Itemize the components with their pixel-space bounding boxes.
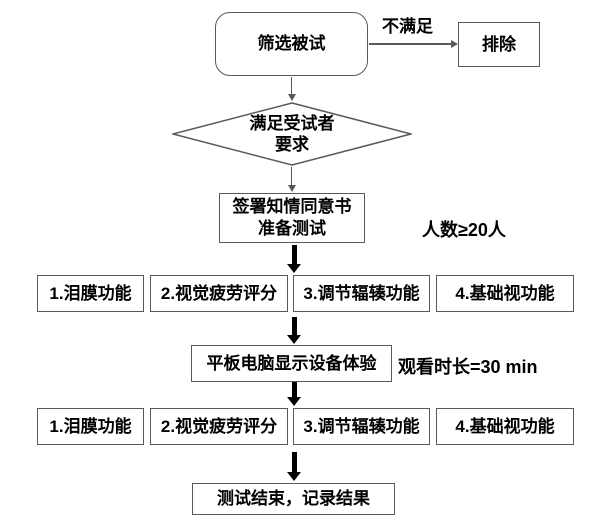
arrow-head	[287, 264, 301, 273]
thick-arrow-down-icon	[287, 382, 301, 406]
sample-size-note: 人数≥20人	[422, 220, 506, 240]
diamond-shape	[172, 102, 412, 166]
decision-label-line1: 满足受试者	[249, 114, 335, 133]
start-node: 筛选被试	[215, 12, 368, 76]
test-item-node: 2.视觉疲劳评分	[150, 408, 288, 445]
arrow-shaft	[290, 77, 293, 94]
arrow-head	[451, 40, 458, 48]
arrow-shaft	[290, 167, 293, 185]
decision-node: 满足受试者 要求	[172, 102, 412, 166]
test-item-label: 1.泪膜功能	[49, 416, 132, 436]
arrow-head	[287, 335, 301, 344]
branch-condition-label: 不满足	[382, 17, 433, 36]
start-node-label: 筛选被试	[257, 34, 326, 53]
arrow-shaft	[291, 245, 297, 264]
exclude-node-label: 排除	[482, 34, 516, 54]
arrow-shaft	[291, 452, 297, 472]
end-node: 测试结束，记录结果	[192, 483, 395, 515]
test-item-node: 4.基础视功能	[436, 275, 574, 312]
test-item-label: 2.视觉疲劳评分	[160, 283, 278, 303]
arrow-shaft	[291, 317, 297, 335]
consent-label-line1: 签署知情同意书	[232, 197, 352, 216]
test-item-node: 1.泪膜功能	[37, 275, 144, 312]
test-item-label: 4.基础视功能	[455, 416, 555, 436]
arrow-shaft	[291, 382, 297, 397]
arrow-down-icon	[287, 77, 296, 101]
exclude-node: 排除	[458, 22, 540, 67]
test-item-node: 3.调节辐辏功能	[293, 408, 430, 445]
experience-node-label: 平板电脑显示设备体验	[206, 353, 377, 373]
arrow-head	[287, 94, 296, 101]
test-item-label: 3.调节辐辏功能	[303, 416, 420, 436]
test-item-node: 2.视觉疲劳评分	[150, 275, 288, 312]
consent-label-line2: 准备测试	[258, 219, 326, 238]
end-node-label: 测试结束，记录结果	[217, 489, 370, 508]
arrow-shaft	[369, 43, 451, 45]
consent-node: 签署知情同意书 准备测试	[219, 193, 365, 243]
decision-label-line2: 要求	[275, 135, 309, 154]
duration-note: 观看时长=30 min	[398, 357, 538, 377]
test-item-node: 4.基础视功能	[436, 408, 574, 445]
arrow-head	[287, 397, 301, 406]
test-item-label: 1.泪膜功能	[49, 283, 132, 303]
test-item-label: 4.基础视功能	[455, 283, 555, 303]
arrow-head	[287, 472, 301, 481]
test-item-label: 3.调节辐辏功能	[303, 283, 420, 303]
thick-arrow-down-icon	[287, 245, 301, 273]
arrow-head	[287, 185, 296, 192]
arrow-down-icon	[287, 167, 296, 192]
decision-node-label: 满足受试者 要求	[172, 102, 412, 166]
test-item-label: 2.视觉疲劳评分	[160, 416, 278, 436]
test-item-node: 3.调节辐辏功能	[293, 275, 430, 312]
thick-arrow-down-icon	[287, 317, 301, 344]
arrow-right-icon	[369, 39, 458, 49]
thick-arrow-down-icon	[287, 452, 301, 481]
experience-node: 平板电脑显示设备体验	[191, 345, 392, 382]
test-item-node: 1.泪膜功能	[37, 408, 144, 445]
